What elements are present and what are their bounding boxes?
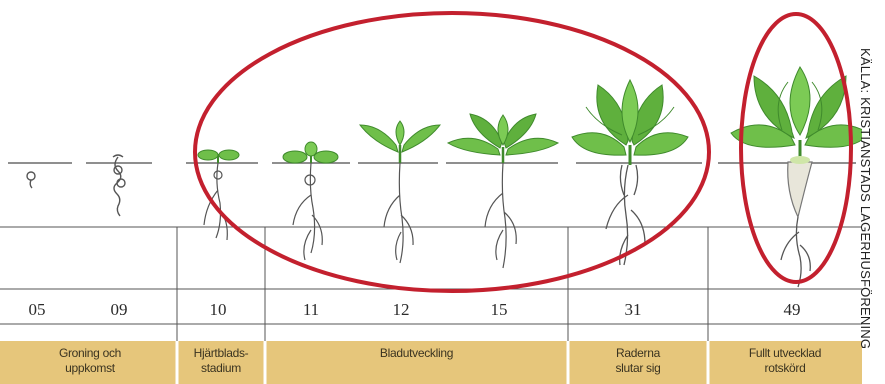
stage-code: 11 (281, 300, 341, 320)
stage-code: 31 (603, 300, 663, 320)
plant-stage-05 (27, 172, 35, 188)
stage-label-text: Fullt utvecklad rotskörd (749, 346, 821, 376)
stage-label-harvest: Fullt utvecklad rotskörd (708, 346, 862, 384)
source-credit: KÄLLA: KRISTIANSTADS LAGERHUSFÖRENING (858, 48, 873, 349)
stage-label-text: Hjärtblads- stadium (194, 346, 249, 376)
stage-label-cotyledon: Hjärtblads- stadium (177, 346, 265, 384)
stage-code: 12 (371, 300, 431, 320)
plant-stage-12 (360, 121, 440, 263)
stage-label-row-closure: Raderna slutar sig (568, 346, 708, 384)
stage-label-germination: Groning och uppkomst (20, 346, 160, 384)
grid-lines (0, 227, 862, 341)
plant-stage-31 (572, 80, 688, 265)
highlight-ellipse-leaf-development (195, 13, 709, 291)
stage-label-text: Raderna slutar sig (615, 346, 660, 376)
stage-code: 15 (469, 300, 529, 320)
plant-stage-09 (113, 155, 125, 216)
stage-label-leaf-development: Bladutveckling (265, 346, 568, 384)
stage-code: 49 (762, 300, 822, 320)
highlight-ellipse-harvest (741, 14, 851, 282)
plant-stage-15 (448, 114, 558, 268)
stage-label-text: Groning och uppkomst (59, 346, 121, 376)
plant-stage-11 (283, 142, 338, 260)
stage-code: 05 (7, 300, 67, 320)
stage-code: 10 (188, 300, 248, 320)
stage-label-text: Bladutveckling (380, 346, 453, 361)
stage-code: 09 (89, 300, 149, 320)
